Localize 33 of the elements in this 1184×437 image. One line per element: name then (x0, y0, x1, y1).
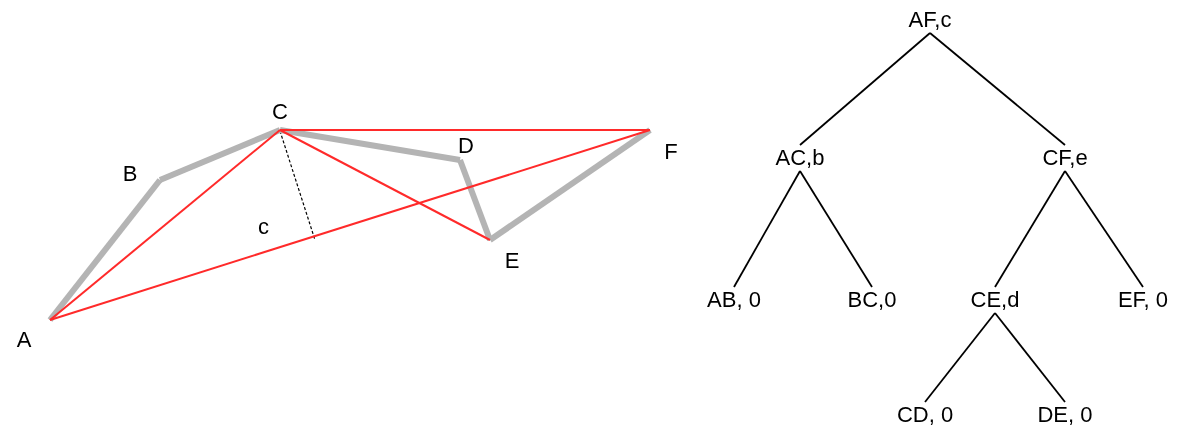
tree-branch (799, 32, 931, 146)
vertex-label: C (262, 96, 298, 128)
polygon-edge (488, 127, 652, 243)
tree-branch (994, 170, 1066, 288)
tree-branch (1064, 170, 1144, 288)
polygon-edge (279, 127, 461, 163)
vertex-label: D (452, 132, 480, 160)
polygon-edge (279, 129, 651, 131)
tree-node-label: AF,c (906, 7, 954, 33)
tree-branch (929, 32, 1066, 146)
tree-node-label: AB, 0 (705, 287, 763, 313)
tree-branch (994, 312, 1066, 403)
vertex-label: A (4, 322, 44, 358)
tree-node-label: EF, 0 (1115, 287, 1171, 313)
vertex-label: B (110, 158, 150, 190)
tree-branch (733, 170, 801, 288)
polygon-edge (457, 158, 493, 242)
tree-node-label: CD, 0 (894, 402, 956, 428)
polygon-edge (49, 129, 651, 321)
tree-node-label: AC,b (773, 145, 827, 171)
tree-node-label: DE, 0 (1035, 402, 1095, 428)
tree-branch (799, 170, 873, 288)
polygon-edge (49, 129, 281, 321)
tree-node-label: CE,d (968, 287, 1022, 313)
polygon-edge (279, 129, 491, 241)
tree-branch (924, 312, 996, 403)
vertex-label: E (494, 244, 530, 278)
vertex-label: F (654, 134, 688, 170)
tree-node-label: CF,e (1040, 145, 1090, 171)
tree-node-label: BC,0 (845, 287, 899, 313)
height-label: c (258, 214, 269, 240)
polygon-edge (47, 178, 163, 322)
polygon-edge (158, 127, 282, 183)
